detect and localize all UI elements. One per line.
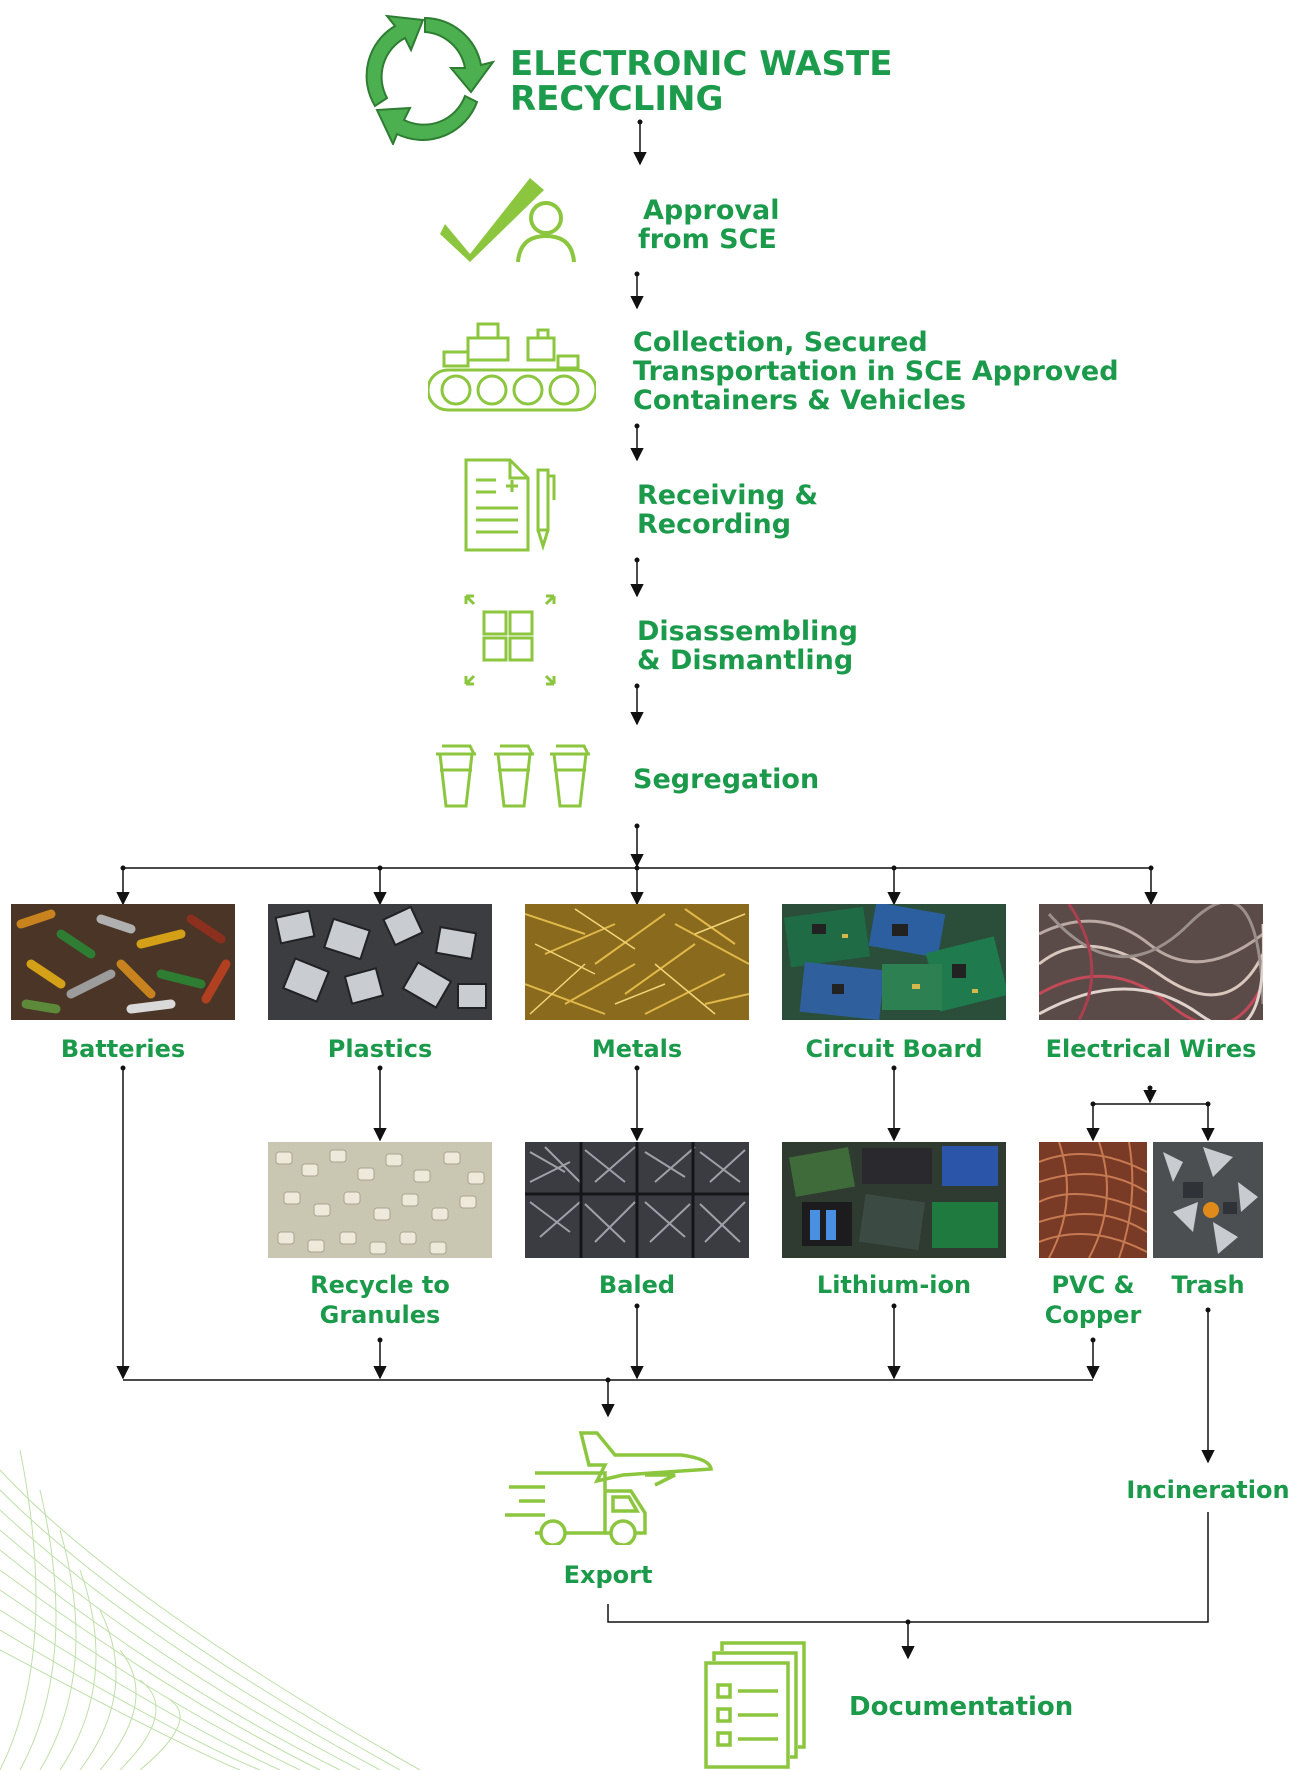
category-label-metals: Metals xyxy=(591,1035,683,1063)
truck-plane-icon xyxy=(505,1431,713,1545)
batteries-photo xyxy=(11,904,235,1020)
product-label-recycle-granules-line1: Recycle to xyxy=(310,1271,450,1299)
documentation-label: Documentation xyxy=(849,1692,1074,1722)
receiving-label-line1: Receiving & xyxy=(637,480,819,511)
category-label-plastics: Plastics xyxy=(327,1035,433,1063)
conveyor-icon xyxy=(428,322,596,412)
metals-photo xyxy=(525,904,749,1020)
category-label-batteries: Batteries xyxy=(60,1035,186,1063)
diagram-title-line1: ELECTRONIC WASTE xyxy=(510,44,893,84)
documents-icon xyxy=(704,1641,806,1769)
receiving-label-line2: Recording xyxy=(637,509,792,540)
decorative-mesh xyxy=(0,1450,420,1770)
pvc-copper-photo xyxy=(1039,1142,1147,1258)
product-label-lithium-ion: Lithium-ion xyxy=(816,1271,972,1299)
approval-label-line2: from SCE xyxy=(638,224,777,255)
recycle-icon xyxy=(365,14,495,145)
trash-photo xyxy=(1153,1142,1263,1258)
product-label-recycle-granules-line2: Granules xyxy=(319,1301,441,1329)
collection-label-line2: Transportation in SCE Approved xyxy=(633,356,1119,387)
disassembling-label-line2: & Dismantling xyxy=(637,645,854,676)
disassembling-label-line1: Disassembling xyxy=(637,616,858,647)
plastics-photo xyxy=(268,904,492,1020)
granules-photo xyxy=(268,1142,492,1258)
collection-label-line3: Containers & Vehicles xyxy=(633,385,967,416)
electrical-wires-photo xyxy=(1039,904,1263,1020)
collection-label-line1: Collection, Secured xyxy=(633,327,928,358)
document-pen-icon xyxy=(464,458,556,552)
incineration-label: Incineration xyxy=(1126,1476,1290,1504)
diagram-title-line2: RECYCLING xyxy=(510,79,724,119)
product-label-trash: Trash xyxy=(1171,1271,1245,1299)
product-label-baled: Baled xyxy=(598,1271,676,1299)
expand-grid-icon xyxy=(464,594,556,686)
approval-label-line1: Approval xyxy=(643,195,780,226)
circuit-board-photo xyxy=(782,904,1006,1020)
approval-check-person-icon xyxy=(440,178,576,263)
bins-icon xyxy=(436,744,590,808)
product-label-pvc-copper-line2: Copper xyxy=(1044,1301,1142,1329)
export-label: Export xyxy=(563,1561,653,1589)
category-label-circuit-board: Circuit Board xyxy=(805,1035,983,1063)
product-label-pvc-copper-line1: PVC & xyxy=(1051,1271,1135,1299)
segregation-label: Segregation xyxy=(633,764,820,795)
baled-photo xyxy=(525,1142,749,1258)
category-label-electrical-wires: Electrical Wires xyxy=(1045,1035,1257,1063)
lithium-ion-photo xyxy=(782,1142,1006,1258)
